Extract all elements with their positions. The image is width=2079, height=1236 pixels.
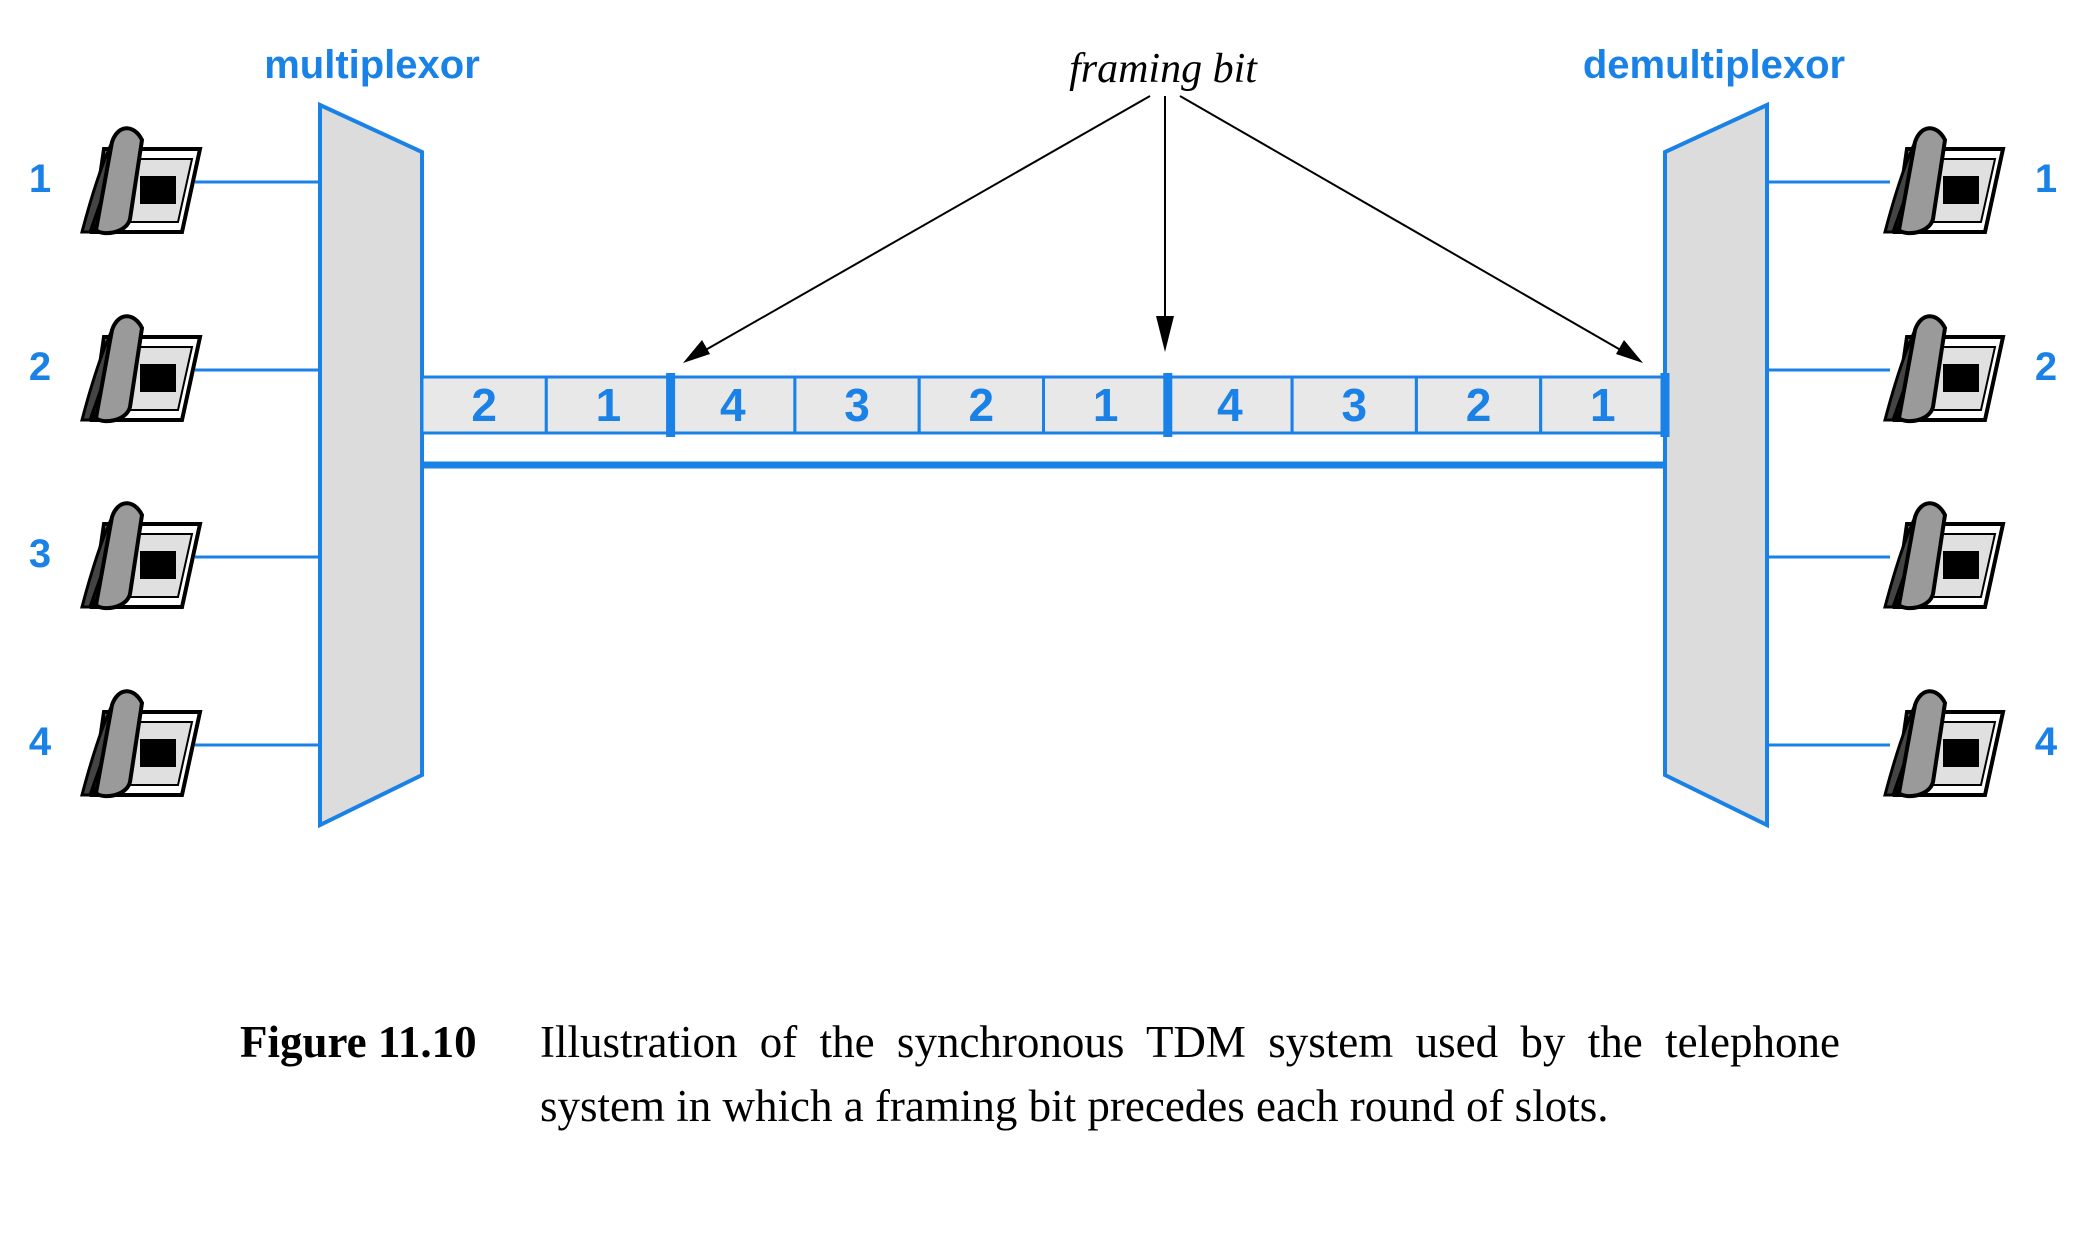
- framing-bit-label: framing bit: [1069, 46, 1258, 92]
- phone-icon: [80, 314, 202, 424]
- slot-label: 1: [1093, 379, 1119, 431]
- figure-caption-text: Illustration of the synchronous TDM syst…: [540, 1017, 1840, 1131]
- slot-strip: 2 1 4 3 2 1 4 3 2 1: [420, 373, 1670, 437]
- slot-label: 1: [1590, 379, 1616, 431]
- phone-icon: [1883, 501, 2005, 611]
- demultiplexor-label: demultiplexor: [1583, 43, 1845, 87]
- right-phone-lines: [1767, 180, 1890, 747]
- slot-box: [420, 375, 548, 435]
- slot-label: 4: [720, 379, 746, 431]
- slot-label: 2: [471, 379, 497, 431]
- slot-label: 1: [596, 379, 622, 431]
- phone-icon: [1883, 689, 2005, 799]
- slot-label: 3: [844, 379, 870, 431]
- phone-icon: [1883, 126, 2005, 236]
- arrowheads: [683, 316, 1643, 363]
- slot-box: [917, 375, 1046, 435]
- figure-label: Figure 11.10: [240, 1017, 477, 1067]
- phone-icon: [80, 501, 202, 611]
- left-phone-number: 3: [29, 532, 51, 576]
- right-phone-number: 4: [2035, 720, 2058, 764]
- left-phone-number: 1: [29, 157, 51, 201]
- slot-box: [544, 375, 673, 435]
- phone-icon: [80, 689, 202, 799]
- multiplexor-label: multiplexor: [264, 43, 480, 87]
- left-phone-lines: [195, 180, 320, 747]
- slot-label: 4: [1217, 379, 1243, 431]
- phone-icon: [80, 126, 202, 236]
- left-phone-number: 4: [29, 720, 52, 764]
- slot-label: 2: [969, 379, 995, 431]
- right-phone-number: 3: [2035, 532, 2057, 576]
- multiplexor-device: [318, 101, 424, 829]
- demultiplexor-device: [1663, 101, 1769, 829]
- slot-box: [1042, 375, 1170, 435]
- left-phones: [80, 126, 202, 799]
- left-phone-numbers: 1 2 3 4: [29, 157, 52, 764]
- right-phone-number: 1: [2035, 157, 2057, 201]
- right-phones: [1883, 126, 2005, 799]
- slot-box: [1414, 375, 1543, 435]
- framing-bit-arrows: [687, 95, 1639, 361]
- left-phone-number: 2: [29, 345, 51, 389]
- phone-icon: [1883, 314, 2005, 424]
- right-phone-numbers: 1 2 3 4: [2035, 157, 2058, 764]
- slot-label: 2: [1466, 379, 1492, 431]
- slot-label: 3: [1341, 379, 1367, 431]
- right-phone-number: 2: [2035, 345, 2057, 389]
